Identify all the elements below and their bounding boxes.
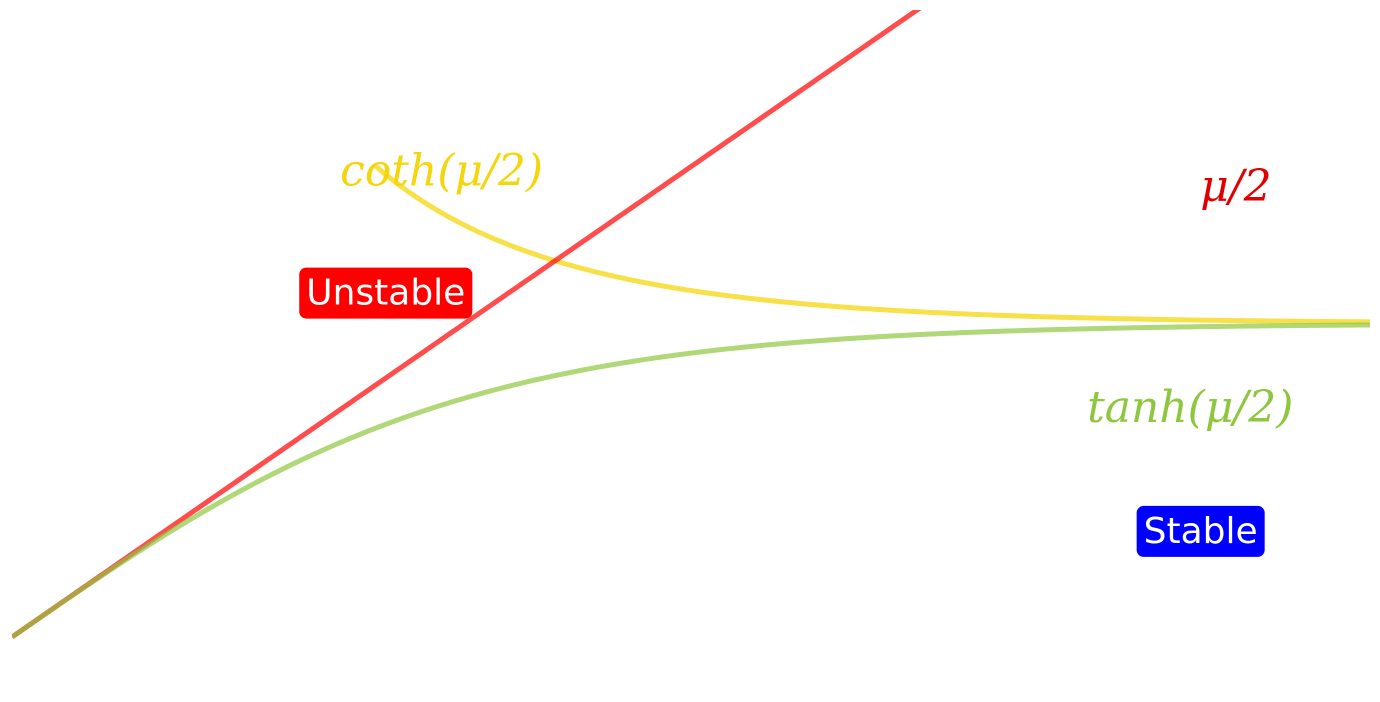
unstable-badge-label: Unstable <box>306 273 465 314</box>
series-line-half-mu <box>12 10 922 640</box>
series-layer <box>12 10 1370 640</box>
series-line-coth <box>372 162 1370 325</box>
stable-badge-box <box>1136 505 1265 557</box>
series-label-layer: coth(μ/2) μ/2 tanh(μ/2) <box>340 145 1293 433</box>
unstable-badge-box <box>299 267 473 319</box>
series-label-half-mu: μ/2 <box>1200 161 1271 212</box>
stable-badge-label: Stable <box>1144 511 1258 552</box>
series-label-coth: coth(μ/2) <box>340 145 543 196</box>
series-label-tanh: tanh(μ/2) <box>1087 382 1293 433</box>
series-line-tanh <box>12 322 1370 640</box>
stable-badge: Stable <box>1136 505 1265 557</box>
unstable-badge: Unstable <box>299 267 473 319</box>
